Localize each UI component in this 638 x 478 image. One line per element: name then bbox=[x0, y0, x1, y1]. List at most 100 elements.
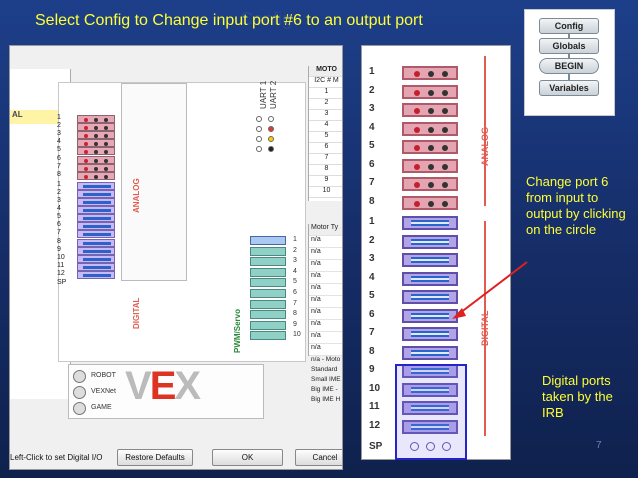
port-dot-icon[interactable] bbox=[414, 108, 420, 114]
motor-port-7[interactable] bbox=[250, 299, 286, 309]
motor-port-10[interactable] bbox=[250, 331, 286, 341]
zoom-analog-port-6[interactable] bbox=[402, 158, 458, 173]
motor-type-cell[interactable]: n/a bbox=[309, 272, 342, 284]
motor-port-1[interactable] bbox=[250, 236, 286, 245]
motor-type-cell[interactable]: n/a bbox=[309, 344, 342, 356]
i2c-row[interactable]: 7 bbox=[309, 154, 342, 165]
port-arrow-icon[interactable] bbox=[411, 349, 449, 356]
motor-type-cell[interactable]: n/a bbox=[309, 332, 342, 344]
port-dot-icon[interactable] bbox=[104, 126, 108, 131]
port-dot-icon[interactable] bbox=[428, 71, 434, 77]
port-dot-icon[interactable] bbox=[84, 166, 88, 171]
port-dot-icon[interactable] bbox=[104, 150, 108, 155]
digital-port-4[interactable] bbox=[77, 206, 115, 215]
port-dot-icon[interactable] bbox=[104, 142, 108, 147]
globals-button[interactable]: Globals bbox=[539, 38, 599, 54]
ok-button[interactable]: OK bbox=[212, 449, 283, 466]
port-dot-icon[interactable] bbox=[428, 182, 434, 188]
digital-port-6[interactable] bbox=[77, 222, 115, 231]
zoom-analog-port-1[interactable] bbox=[402, 66, 458, 80]
port-dot-icon[interactable] bbox=[414, 71, 420, 77]
motor-port-6[interactable] bbox=[250, 289, 286, 298]
motor-type-cell[interactable]: n/a bbox=[309, 296, 342, 308]
digital-port-9[interactable] bbox=[77, 246, 115, 255]
i2c-row[interactable]: 9 bbox=[309, 176, 342, 187]
motor-port-2[interactable] bbox=[250, 246, 286, 256]
port-dot-icon[interactable] bbox=[428, 200, 434, 207]
motor-port-3[interactable] bbox=[250, 257, 286, 267]
zoom-analog-port-7[interactable] bbox=[402, 177, 458, 191]
port-dot-icon[interactable] bbox=[84, 126, 88, 131]
port-arrow-icon[interactable] bbox=[411, 368, 449, 374]
port-arrow-icon[interactable] bbox=[83, 265, 111, 269]
port-arrow-icon[interactable] bbox=[83, 273, 111, 277]
motor-type-cell[interactable]: n/a bbox=[309, 320, 342, 332]
analog-port-6[interactable] bbox=[77, 155, 115, 164]
port-dot-icon[interactable] bbox=[442, 163, 448, 170]
i2c-row[interactable]: 3 bbox=[309, 110, 342, 121]
port-dot-icon[interactable] bbox=[84, 118, 88, 122]
port-dot-icon[interactable] bbox=[414, 145, 420, 151]
port-dot-icon[interactable] bbox=[414, 163, 420, 170]
analog-port-2[interactable] bbox=[77, 123, 115, 132]
port-arrow-icon[interactable] bbox=[83, 201, 111, 204]
port-arrow-icon[interactable] bbox=[83, 184, 111, 188]
config-button[interactable]: Config bbox=[539, 18, 599, 34]
zoom-analog-port-2[interactable] bbox=[402, 84, 458, 99]
zoom-analog-port-3[interactable] bbox=[402, 103, 458, 117]
port-dot-icon[interactable] bbox=[414, 89, 420, 96]
port-dot-icon[interactable] bbox=[442, 200, 448, 207]
port-arrow-icon[interactable] bbox=[411, 405, 449, 411]
digital-port-5[interactable] bbox=[77, 214, 115, 223]
zoom-digital-port-7[interactable] bbox=[402, 327, 458, 341]
zoom-digital-port-11[interactable] bbox=[402, 401, 458, 415]
digital-port-12[interactable] bbox=[77, 270, 115, 279]
zoom-digital-port-10[interactable] bbox=[402, 382, 458, 397]
digital-port-3[interactable] bbox=[77, 198, 115, 206]
port-dot-icon[interactable] bbox=[94, 134, 98, 139]
port-dot-icon[interactable] bbox=[104, 174, 108, 179]
port-arrow-icon[interactable] bbox=[411, 294, 449, 300]
port-dot-icon[interactable] bbox=[94, 174, 98, 179]
port-dot-icon[interactable] bbox=[428, 89, 434, 96]
i2c-row[interactable]: 2 bbox=[309, 99, 342, 110]
port-dot-icon[interactable] bbox=[428, 163, 434, 170]
port-dot-icon[interactable] bbox=[94, 142, 98, 147]
port-arrow-icon[interactable] bbox=[83, 217, 111, 221]
zoom-digital-port-4[interactable] bbox=[402, 271, 458, 286]
analog-port-3[interactable] bbox=[77, 131, 115, 140]
port-arrow-icon[interactable] bbox=[411, 257, 449, 263]
motor-type-cell[interactable]: n/a bbox=[309, 308, 342, 320]
restore-defaults-button[interactable]: Restore Defaults bbox=[117, 449, 193, 466]
port-arrow-icon[interactable] bbox=[411, 423, 449, 430]
port-arrow-icon[interactable] bbox=[83, 249, 111, 253]
digital-port-2[interactable] bbox=[77, 189, 115, 198]
port-dot-icon[interactable] bbox=[84, 158, 88, 163]
motor-type-cell[interactable]: n/a bbox=[309, 284, 342, 296]
i2c-row[interactable]: 1 bbox=[309, 88, 342, 99]
port-dot-icon[interactable] bbox=[414, 126, 420, 133]
zoom-analog-port-8[interactable] bbox=[402, 195, 458, 210]
zoom-digital-port-8[interactable] bbox=[402, 345, 458, 360]
digital-port-1[interactable] bbox=[77, 181, 115, 190]
port-arrow-icon[interactable] bbox=[411, 386, 449, 393]
port-dot-icon[interactable] bbox=[414, 200, 420, 207]
port-dot-icon[interactable] bbox=[94, 150, 98, 155]
port-dot-icon[interactable] bbox=[104, 118, 108, 122]
port-dot-icon[interactable] bbox=[442, 108, 448, 114]
analog-port-5[interactable] bbox=[77, 147, 115, 156]
zoom-digital-port-12[interactable] bbox=[402, 419, 458, 434]
zoom-analog-port-5[interactable] bbox=[402, 140, 458, 154]
motor-port-9[interactable] bbox=[250, 320, 286, 330]
zoom-digital-port-9[interactable] bbox=[402, 364, 458, 378]
port-dot-icon[interactable] bbox=[442, 182, 448, 188]
i2c-row[interactable]: 10 bbox=[309, 187, 342, 198]
port-arrow-icon[interactable] bbox=[411, 312, 449, 319]
digital-port-11[interactable] bbox=[77, 262, 115, 271]
port-dot-icon[interactable] bbox=[84, 174, 88, 179]
port-dot-icon[interactable] bbox=[94, 126, 98, 131]
variables-button[interactable]: Variables bbox=[539, 80, 599, 96]
port-arrow-icon[interactable] bbox=[411, 238, 449, 245]
motor-port-8[interactable] bbox=[250, 310, 286, 320]
port-arrow-icon[interactable] bbox=[411, 220, 449, 226]
